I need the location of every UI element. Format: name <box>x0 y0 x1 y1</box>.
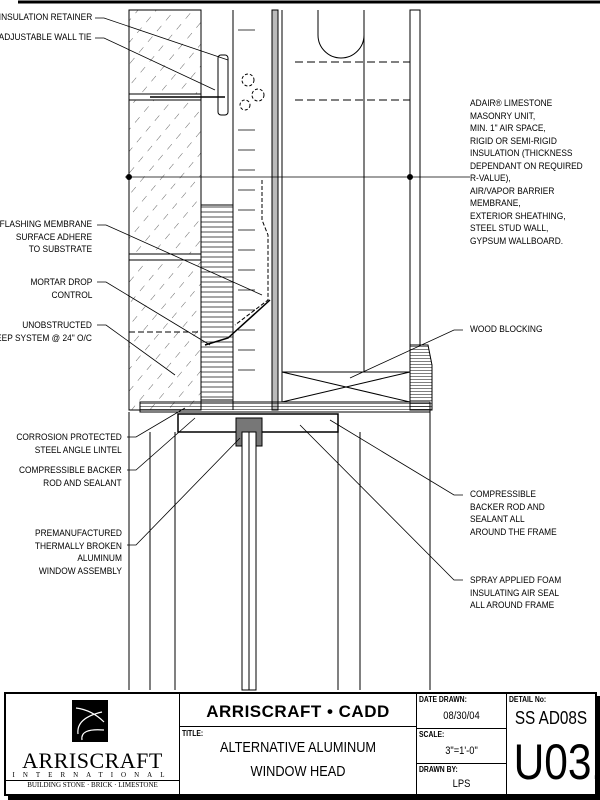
logo-tagline: BUILDING STONE · BRICK · LIMESTONE <box>6 780 179 789</box>
detail-cell: DETAIL No: SS AD08S U031 <box>507 694 600 794</box>
label-wall-assembly: ADAIR® LIMESTONE MASONRY UNIT, MIN. 1" A… <box>470 98 583 247</box>
scale-label: SCALE: <box>419 730 445 739</box>
drawn-by-value: LPS <box>452 778 471 790</box>
arriscraft-logo-icon <box>72 700 108 742</box>
detail-code: SS AD08S <box>514 708 588 728</box>
label-mortar-drop: MORTAR DROP CONTROL <box>30 277 92 301</box>
drawn-by-label: DRAWN BY: <box>419 765 458 774</box>
label-window-assembly: PREMANUFACTURED THERMALLY BROKEN ALUMINU… <box>34 528 122 577</box>
date-value: 08/30/04 <box>443 710 480 722</box>
logo-name: ARRISCRAFT <box>22 748 163 773</box>
detail-label: DETAIL No: <box>509 695 547 704</box>
label-insulation-retainer: INSULATION RETAINER <box>0 12 92 23</box>
label-adjustable-wall-tie: ADJUSTABLE WALL TIE <box>0 32 92 43</box>
date-cell: DATE DRAWN: 08/30/04 <box>417 694 507 729</box>
label-spray-foam: SPRAY APPLIED FOAM INSULATING AIR SEAL A… <box>470 575 562 611</box>
company-name: ARRISCRAFT • CADD <box>206 702 390 721</box>
leader-lines <box>95 17 463 581</box>
steel-stud <box>125 9 470 411</box>
drawn-by-cell: DRAWN BY: LPS <box>417 764 507 794</box>
title-line2: WINDOW HEAD <box>250 763 346 780</box>
detail-number: U031 <box>513 734 600 790</box>
window-head <box>128 401 431 691</box>
logo-sub: INTERNATIONAL <box>12 771 173 779</box>
title-block: ARRISCRAFT INTERNATIONAL BUILDING STONE … <box>4 692 600 796</box>
label-flashing-membrane: FLASHING MEMBRANE SURFACE ADHERE TO SUBS… <box>0 219 92 255</box>
label-steel-angle-lintel: CORROSION PROTECTED STEEL ANGLE LINTEL <box>16 432 122 456</box>
label-backer-rod-sealant: COMPRESSIBLE BACKER ROD AND SEALANT ALL … <box>470 489 557 538</box>
label-backer-rod: COMPRESSIBLE BACKER ROD AND SEALANT <box>19 465 122 489</box>
logo-cell: ARRISCRAFT INTERNATIONAL BUILDING STONE … <box>6 694 180 794</box>
limestone-masonry <box>128 9 234 411</box>
label-weep-system: UNOBSTRUCTED WEEP SYSTEM @ 24" O/C <box>0 320 92 344</box>
scale-cell: SCALE: 3"=1'-0" <box>417 729 507 764</box>
title-cell: ARRISCRAFT • CADD TITLE: ALTERNATIVE ALU… <box>180 694 417 794</box>
date-label: DATE DRAWN: <box>419 695 467 704</box>
section-drawing <box>18 0 600 691</box>
title-line1: ALTERNATIVE ALUMINUM <box>219 739 377 756</box>
scale-value: 3"=1'-0" <box>445 745 478 757</box>
title-label: TITLE: <box>182 729 204 738</box>
label-wood-blocking: WOOD BLOCKING <box>470 324 543 335</box>
